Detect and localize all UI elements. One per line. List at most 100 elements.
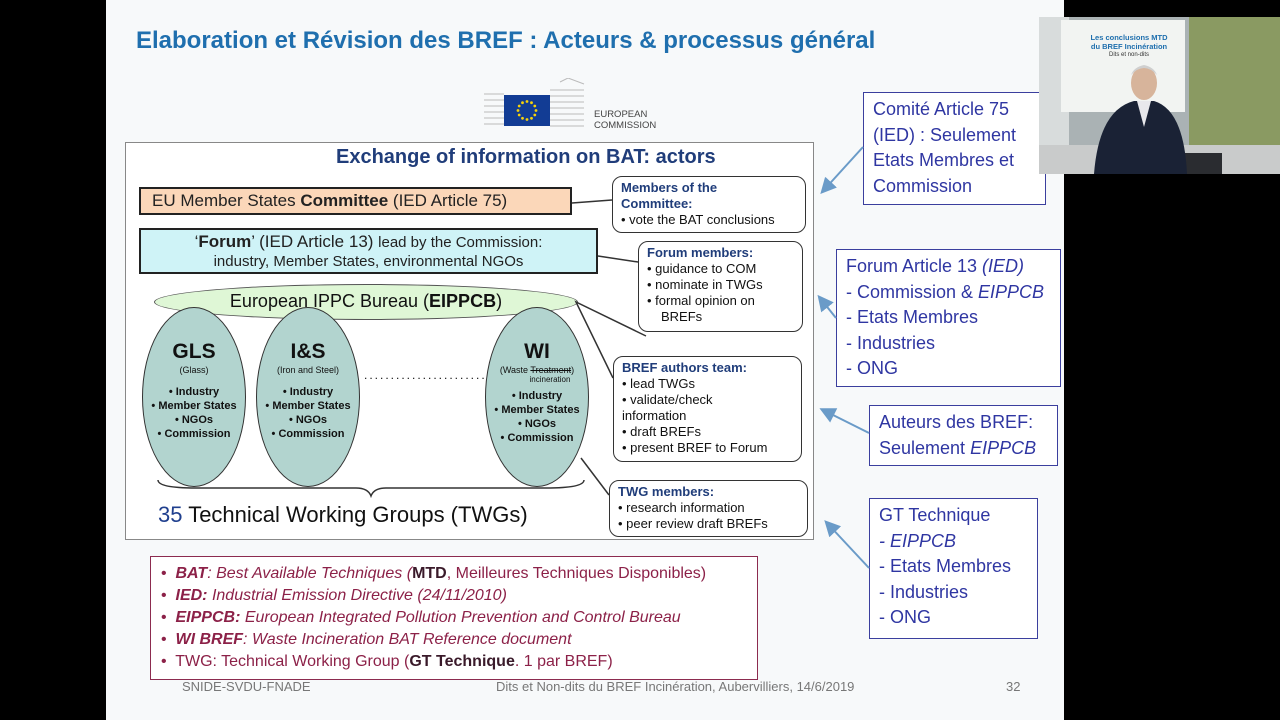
twg-sub-strike: Treatment <box>530 365 572 375</box>
eippcb-text-1: European IPPC Bureau ( <box>229 291 430 311</box>
curly-brace-icon <box>157 479 585 498</box>
callout-heading: BREF authors team: <box>622 360 747 375</box>
fr-text: - Commission & <box>846 281 979 302</box>
eu-flag-icon <box>504 95 550 126</box>
callout-item: • lead TWGs <box>622 376 695 391</box>
fr-line: Auteurs des BREF: <box>879 412 1034 432</box>
twg-ellipse-gls: GLS (Glass) • Industry • Member States •… <box>142 307 246 487</box>
fr-line: Seulement EIPPCB <box>879 436 1048 462</box>
fr-italic: (IED) <box>982 256 1025 276</box>
fr-text: Forum Article 13 <box>846 256 983 276</box>
callout-heading: Committee: <box>621 196 693 211</box>
callout-item: • guidance to COM <box>647 261 757 276</box>
speaker-video-frame <box>1039 17 1280 174</box>
committee-text-bold: Committee <box>300 191 389 210</box>
glossary-item: • IED: Industrial Emission Directive (24… <box>161 587 507 604</box>
twg-sub: (Glass) <box>179 365 209 375</box>
ec-logo-line-1: EUROPEAN <box>594 109 648 120</box>
fr-line: - ONG <box>879 607 931 627</box>
fr-italic: EIPPCB <box>970 437 1037 458</box>
fr-box-comite: Comité Article 75 (IED) : Seulement Etat… <box>863 92 1046 205</box>
slide: Elaboration et Révision des BREF : Acteu… <box>106 0 1064 720</box>
twg-member: • NGOs <box>288 414 328 426</box>
twg-member: • Industry <box>511 390 563 402</box>
callout-item: • peer review draft BREFs <box>618 516 768 531</box>
fr-line: - Etats Membres <box>846 307 979 327</box>
poster-title-line: du BREF Incinération <box>1090 42 1168 51</box>
glossary-tail: . 1 par BREF) <box>514 653 613 670</box>
glossary-item: • EIPPCB: European Integrated Pollution … <box>161 609 681 626</box>
glossary-def: Industrial Emission Directive (24/11/201… <box>207 587 507 604</box>
twg-members: • Industry • Member States • NGOs • Comm… <box>257 385 359 441</box>
twg-ellipse-is: I&S (Iron and Steel) • Industry • Member… <box>256 307 360 487</box>
eippcb-ellipse: European IPPC Bureau (EIPPCB) <box>154 284 578 320</box>
twg-ellipsis: ......................... <box>364 368 498 382</box>
twg-member: • NGOs <box>174 414 214 426</box>
twg-sub-line2: incineration <box>529 375 571 384</box>
fr-line: - Industries <box>879 581 969 602</box>
glossary-bold: GT Technique <box>409 653 515 670</box>
fr-line: Etats Membres et <box>873 150 1015 170</box>
twg-code: GLS <box>172 340 216 363</box>
glossary-item: • WI BREF: Waste Incineration BAT Refere… <box>161 631 572 648</box>
forum-quote: ‘ <box>194 232 199 251</box>
forum-line-2: industry, Member States, environmental N… <box>213 253 524 270</box>
fr-box-gt: GT Technique - EIPPCB - Etats Membres - … <box>869 498 1038 639</box>
callout-item: • research information <box>618 500 745 515</box>
twg-member: • Industry <box>168 386 220 398</box>
arrow-auteurs <box>819 408 870 434</box>
callout-bref-authors: BREF authors team: • lead TWGs • validat… <box>613 356 802 462</box>
twg-members: • Industry • Member States • NGOs • Comm… <box>143 385 245 441</box>
fr-line: - Etats Membres <box>879 556 1012 576</box>
fr-line: - ONG <box>846 358 898 378</box>
callout-item: • formal opinion on <box>647 293 755 308</box>
glossary-term: EIPPCB: <box>175 609 241 626</box>
glossary-def: European Integrated Pollution Prevention… <box>240 609 681 626</box>
twg-member: • Industry <box>282 386 334 398</box>
twg-members: • Industry • Member States • NGOs • Comm… <box>486 389 588 445</box>
fr-box-forum: Forum Article 13 (IED) - Commission & EI… <box>836 249 1061 387</box>
twg-member: • Member States <box>151 400 237 412</box>
glossary-box: • BAT: Best Available Techniques (MTD, M… <box>150 556 758 680</box>
twg-sub: (Waste Treatment)incineration <box>486 365 588 385</box>
arrow-gt <box>824 520 870 569</box>
twg-member: • Commission <box>271 428 345 440</box>
fr-line: - Commission & EIPPCB <box>846 280 1051 306</box>
committee-text-2: (IED Article 75) <box>388 191 508 210</box>
glossary-tail: , Meilleures Techniques Disponibles) <box>446 565 707 582</box>
twg-count-label: Technical Working Groups (TWGs) <box>182 502 528 527</box>
european-commission-logo: EUROPEAN COMMISSION <box>484 78 664 132</box>
fr-line: - EIPPCB <box>879 529 1028 555</box>
twg-member: • Commission <box>157 428 231 440</box>
poster-title-line: Les conclusions MTD <box>1090 33 1168 42</box>
actors-title: Exchange of information on BAT: actors <box>336 146 716 168</box>
twg-sub-pre: (Waste <box>499 365 531 375</box>
twg-sub-post: ) <box>571 365 575 375</box>
committee-box: EU Member States Committee (IED Article … <box>139 187 572 215</box>
committee-text-1: EU Member States <box>152 191 301 210</box>
ec-building-icon <box>484 78 585 127</box>
twg-code: I&S <box>290 340 326 363</box>
callout-item: BREFs <box>661 309 703 324</box>
forum-box: ‘Forum’ (IED Article 13) lead by the Com… <box>139 228 598 274</box>
glossary-def: : Waste Incineration BAT Reference docum… <box>243 631 572 648</box>
forum-lead: lead by the Commission: <box>378 234 543 251</box>
glossary-term: WI BREF <box>175 631 244 648</box>
eippcb-text-2: ) <box>496 291 503 311</box>
callout-item: • validate/check <box>622 392 713 407</box>
fr-line: Forum Article 13 (IED) <box>846 254 1051 280</box>
twg-count-number: 35 <box>158 502 183 527</box>
callout-twg-members: TWG members: • research information • pe… <box>609 480 808 537</box>
arrow-forum <box>817 294 837 319</box>
callout-heading: Forum members: <box>647 245 754 260</box>
webcam-overlay: Les conclusions MTD du BREF Incinération… <box>1039 17 1280 174</box>
slide-title: Elaboration et Révision des BREF : Acteu… <box>136 27 876 54</box>
twg-member: • Commission <box>500 432 574 444</box>
forum-line-1: ‘Forum’ (IED Article 13) lead by the Com… <box>151 232 586 252</box>
fr-line: - Industries <box>846 332 936 353</box>
footer-center: Dits et Non-dits du BREF Incinération, A… <box>496 679 855 694</box>
callout-committee-members: Members of the Committee: • vote the BAT… <box>612 176 806 233</box>
fr-line: Comité Article 75 <box>873 99 1010 119</box>
callout-forum-members: Forum members: • guidance to COM • nomin… <box>638 241 803 332</box>
fr-italic: - EIPPCB <box>879 530 957 551</box>
